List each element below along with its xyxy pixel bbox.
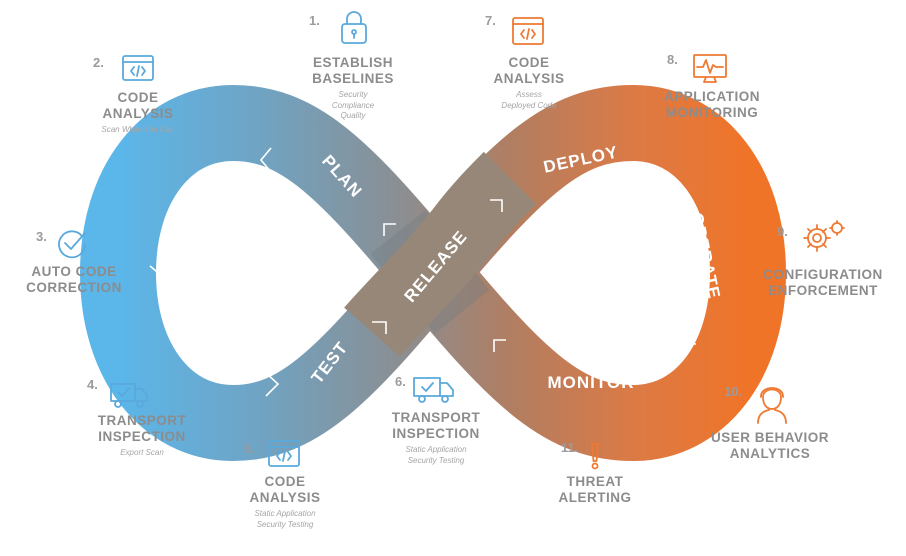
step-4: TRANSPORT INSPECTION Export Scan: [72, 413, 212, 459]
step-11: THREAT ALERTING: [540, 474, 650, 506]
step-3: AUTO CODE CORRECTION: [12, 264, 136, 296]
step-5-title: CODE ANALYSIS: [249, 474, 321, 505]
truck-icon: [413, 377, 454, 403]
step-1-subtitle: Security Compliance Quality: [331, 90, 375, 120]
step-1-number: 1.: [309, 13, 320, 28]
step-8-number: 8.: [667, 52, 678, 67]
step-2: CODE ANALYSIS Scan While You Can: [78, 90, 198, 136]
step-4-title: TRANSPORT INSPECTION: [97, 413, 187, 444]
step-3-title: AUTO CODE CORRECTION: [26, 264, 122, 295]
step-11-title: THREAT ALERTING: [558, 474, 632, 505]
code-window-icon: [268, 440, 300, 467]
code-window-icon: [512, 17, 544, 45]
step-10-number: 10.: [724, 384, 743, 399]
step-2-number: 2.: [93, 55, 104, 70]
step-10: USER BEHAVIOR ANALYTICS: [700, 430, 840, 462]
exclamation-icon: [591, 443, 599, 470]
step-1-title: ESTABLISH BASELINES: [312, 55, 394, 86]
code-window-icon: [122, 55, 154, 81]
loop-label-monitor: MONITOR: [548, 373, 635, 392]
step-2-subtitle: Scan While You Can: [101, 125, 175, 134]
user-icon: [757, 387, 787, 424]
truck-icon: [110, 383, 148, 408]
step-6-number: 6.: [395, 374, 406, 389]
lock-icon: [341, 11, 367, 44]
step-5: CODE ANALYSIS Static Application Securit…: [220, 474, 350, 530]
step-4-subtitle: Export Scan: [120, 448, 164, 457]
step-6-subtitle: Static Application Security Testing: [405, 445, 467, 465]
step-4-number: 4.: [87, 377, 98, 392]
step-8-title: APPLICATION MONITORING: [664, 89, 760, 120]
step-5-subtitle: Static Application Security Testing: [254, 509, 316, 529]
step-2-title: CODE ANALYSIS: [102, 90, 174, 121]
loop-crossing-top: [344, 151, 537, 357]
step-8: APPLICATION MONITORING: [648, 89, 776, 121]
step-7-number: 7.: [485, 13, 496, 28]
step-11-number: 11.: [561, 440, 579, 455]
step-10-title: USER BEHAVIOR ANALYTICS: [710, 430, 829, 461]
step-6-title: TRANSPORT INSPECTION: [391, 410, 481, 441]
gears-icon: [803, 220, 845, 252]
step-5-number: 5.: [244, 441, 255, 456]
step-3-number: 3.: [36, 229, 47, 244]
check-circle-icon: [58, 230, 86, 259]
step-7: CODE ANALYSIS Assess Deployed Code: [464, 55, 594, 111]
step-6: TRANSPORT INSPECTION Static Application …: [366, 410, 506, 466]
monitor-pulse-icon: [693, 54, 727, 83]
step-7-subtitle: Assess Deployed Code: [501, 90, 557, 110]
step-9-number: 9.: [777, 224, 788, 239]
step-7-title: CODE ANALYSIS: [493, 55, 565, 86]
step-9-title: CONFIGURATION ENFORCEMENT: [763, 267, 883, 298]
step-1: ESTABLISH BASELINES Security Compliance …: [288, 55, 418, 122]
step-9: CONFIGURATION ENFORCEMENT: [755, 267, 891, 299]
loop-chevrons: [149, 147, 696, 397]
